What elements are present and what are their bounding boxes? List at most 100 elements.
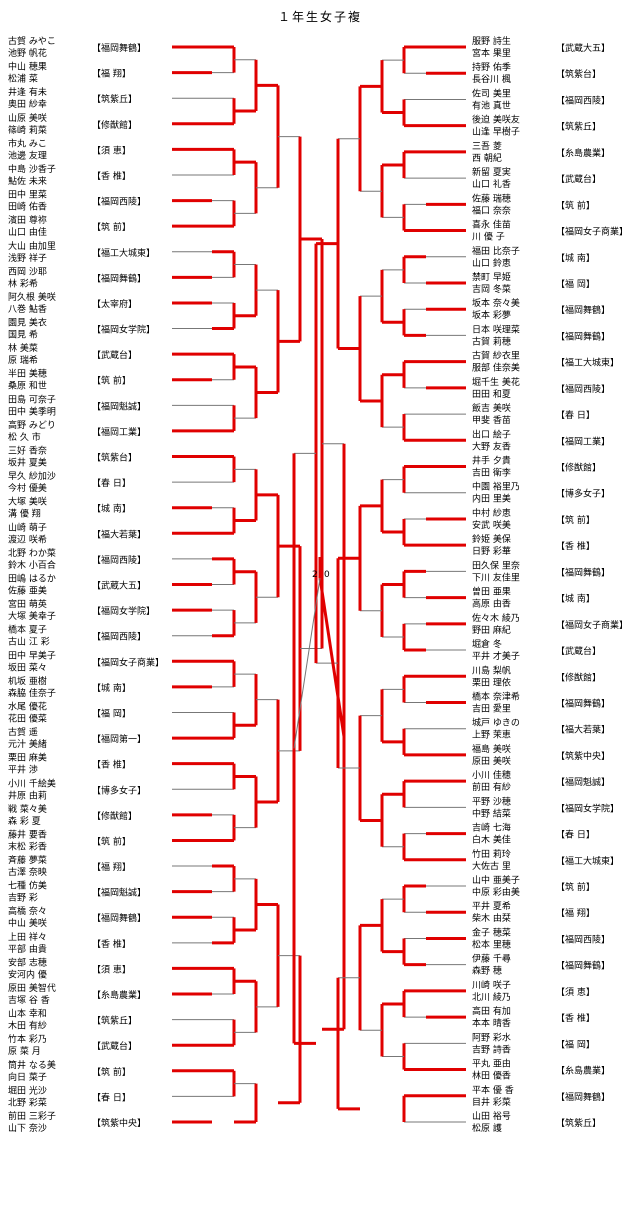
school-name: 【城 南】 [92, 503, 131, 515]
player-name: 平丸 亜由 [472, 1058, 511, 1070]
player-name: 田久保 里奈 [472, 559, 520, 571]
player-name: 国見 希 [8, 329, 38, 341]
player-name: 吉岡 冬菜 [472, 283, 511, 295]
school-name: 【福岡魁誠】 [92, 887, 146, 899]
player-name: 佐藤 亜美 [8, 585, 47, 597]
player-name: 福島 美咲 [472, 743, 511, 755]
school-name: 【筑紫中央】 [92, 1117, 146, 1129]
school-name: 【修猷館】 [92, 119, 137, 131]
player-name: 原 菜 月 [8, 1045, 41, 1057]
school-name: 【福岡舞鶴】 [556, 566, 610, 578]
school-name: 【福工大城東】 [556, 855, 619, 867]
school-name: 【筑 前】 [92, 375, 131, 387]
player-name: 古賀 遥 [8, 726, 38, 738]
school-name: 【福 翔】 [556, 907, 595, 919]
player-name: 山口 由佳 [8, 226, 47, 238]
page-title: １年生女子複 [277, 10, 362, 24]
player-name: 坂井 夏美 [8, 457, 47, 469]
player-name: 中島 沙香子 [8, 163, 56, 175]
school-name: 【福岡女子商業】 [92, 656, 164, 668]
school-name: 【修猷館】 [556, 462, 601, 474]
player-name: 曽田 亜果 [472, 586, 511, 598]
player-name: 新留 夏実 [472, 166, 511, 178]
player-name: 松 久 市 [8, 431, 41, 443]
player-name: 坂本 彩夢 [472, 309, 511, 321]
player-name: 禁町 早姫 [472, 271, 511, 283]
player-name: 古澤 奈映 [8, 866, 47, 878]
player-name: 堀千生 美花 [472, 376, 520, 388]
school-name: 【筑紫台】 [92, 452, 137, 464]
player-name: 今村 優美 [8, 482, 47, 494]
player-name: 奥田 紗幸 [8, 98, 47, 110]
player-name: 林 彩希 [8, 277, 38, 289]
player-name: 木田 有紗 [8, 1020, 47, 1032]
player-name: 野田 麻紀 [472, 624, 511, 636]
player-name: 堀倉 冬 [472, 638, 502, 650]
player-name: 高野 みどり [8, 419, 56, 431]
player-name: 古賀 紗衣里 [472, 350, 520, 362]
school-name: 【須 恵】 [92, 144, 131, 156]
player-name: 原田 美咲 [472, 755, 511, 767]
player-name: 元汁 美緒 [8, 738, 47, 750]
player-name: 出口 絵子 [472, 428, 511, 440]
player-name: 中原 彩由美 [472, 886, 520, 898]
player-name: 甲斐 香苗 [472, 414, 511, 426]
player-name: 田中 里菜 [8, 189, 47, 201]
player-name: 安部 志穂 [8, 956, 47, 968]
player-name: 向日 菜子 [8, 1071, 47, 1083]
player-name: 阿野 彩水 [472, 1031, 511, 1043]
school-name: 【福 翔】 [92, 861, 131, 873]
player-name: 大塚 美咲 [8, 496, 47, 508]
school-name: 【福大若葉】 [556, 724, 610, 736]
school-name: 【福工大城東】 [556, 357, 619, 369]
player-name: 田中 美季明 [8, 405, 56, 417]
player-name: 長谷川 楓 [472, 73, 511, 85]
player-name: 吉田 愛里 [472, 702, 511, 714]
school-name: 【筑紫台】 [556, 68, 601, 80]
player-name: 山中 亜美子 [472, 874, 520, 886]
player-name: 平部 由貴 [8, 943, 47, 955]
player-name: 中村 紗恵 [472, 507, 511, 519]
school-name: 【福岡女子商業】 [556, 226, 628, 238]
school-name: 【修猷館】 [92, 810, 137, 822]
player-name: 古山 江 彩 [8, 636, 50, 648]
bracket-line [293, 577, 321, 749]
school-name: 【福岡女学院】 [92, 324, 155, 336]
school-name: 【福岡西陵】 [92, 196, 146, 208]
player-name: 飯吉 美咲 [472, 402, 511, 414]
player-name: 後迫 美咲友 [472, 114, 520, 126]
player-name: 山口 鈴恵 [472, 257, 511, 269]
player-name: 山口 礼香 [472, 178, 511, 190]
player-name: 井手 夕貴 [472, 455, 511, 467]
player-name: 高田 有加 [472, 1005, 511, 1017]
player-name: 大塚 美幸子 [8, 610, 56, 622]
player-name: 持野 佑季 [472, 61, 511, 73]
school-name: 【福岡工業】 [92, 426, 146, 438]
player-name: 平井 渉 [8, 764, 38, 776]
school-name: 【筑紫中央】 [556, 750, 610, 762]
final-score-left: 2 [312, 570, 318, 580]
school-name: 【春 日】 [92, 1091, 131, 1103]
school-name: 【博多女子】 [556, 488, 610, 500]
player-name: 服野 詩生 [472, 35, 511, 47]
school-name: 【春 日】 [556, 829, 595, 841]
player-name: 日野 彩華 [472, 545, 511, 557]
player-name: 斉藤 夢菜 [8, 854, 47, 866]
player-name: 花田 優菜 [8, 712, 47, 724]
player-name: 北野 わか菜 [8, 547, 56, 559]
player-name: 北野 彩菜 [8, 1096, 47, 1108]
school-name: 【福岡工業】 [556, 435, 610, 447]
player-name: 下川 友佳里 [472, 571, 520, 583]
school-name: 【福岡魁誠】 [556, 776, 610, 788]
school-name: 【香 椎】 [556, 1012, 595, 1024]
player-name: 目井 彩菜 [472, 1096, 511, 1108]
school-name: 【福 翔】 [92, 68, 131, 80]
school-name: 【香 椎】 [556, 540, 595, 552]
school-name: 【福岡西陵】 [556, 933, 610, 945]
player-name: 田中 早美子 [8, 649, 56, 661]
school-name: 【筑 前】 [556, 881, 595, 893]
player-name: 中山 穂果 [8, 61, 47, 73]
school-name: 【武蔵台】 [556, 173, 601, 185]
school-name: 【福岡女学院】 [556, 802, 619, 814]
player-name: 上田 祥々 [8, 931, 47, 943]
